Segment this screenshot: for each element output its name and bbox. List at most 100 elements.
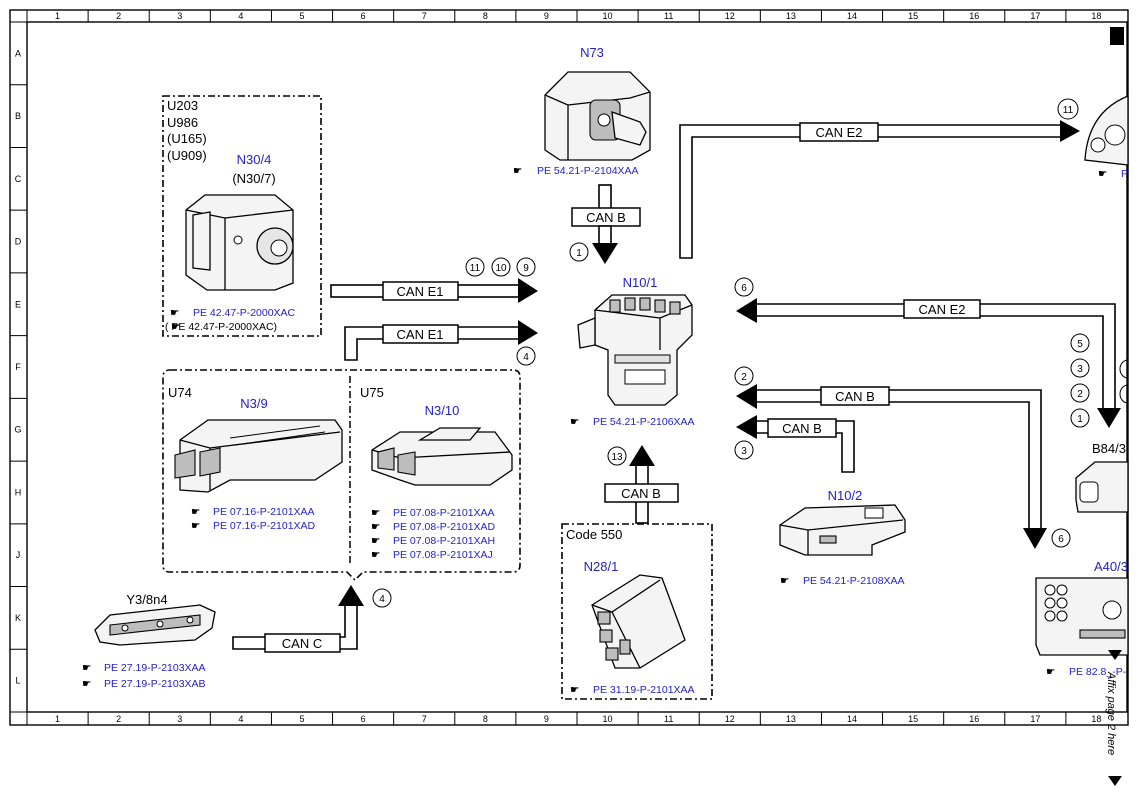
a40-3-label: A40/3 bbox=[1094, 559, 1128, 574]
y3-8n4-ref-1-icon: ☛ bbox=[82, 662, 91, 674]
can-e1-b-label: CAN E1 bbox=[397, 327, 444, 342]
ruler-column-label: 5 bbox=[299, 714, 304, 724]
n3-9-ref-1-icon: ☛ bbox=[191, 506, 200, 518]
a40-3-ref-icon: ☛ bbox=[1046, 666, 1055, 678]
n30-4-alt-ref-icon: ☛ bbox=[171, 321, 180, 333]
n3-9-variant: U74 bbox=[168, 385, 192, 400]
n30-4-variant-2: U986 bbox=[167, 115, 198, 130]
cluster-ref: P bbox=[1121, 168, 1128, 180]
ruler-column-label: 3 bbox=[177, 714, 182, 724]
marker-canb-r2: 3 bbox=[741, 446, 747, 457]
corner-tab bbox=[1110, 27, 1124, 45]
marker-b84-3: 2 bbox=[1077, 389, 1083, 400]
ruler-column-label: 9 bbox=[544, 11, 549, 21]
n3-9-label: N3/9 bbox=[240, 396, 267, 411]
side-arrow-bottom-icon bbox=[1108, 776, 1122, 786]
ruler-column-label: 2 bbox=[116, 11, 121, 21]
ruler-column-label: 4 bbox=[238, 714, 243, 724]
n28-1-component: Code 550 N28/1 ☛ PE 31.19-P-2101XAA bbox=[566, 527, 695, 696]
can-e2-top-bus: CAN E2 11 bbox=[679, 98, 1080, 259]
ruler-column-label: 17 bbox=[1030, 714, 1040, 724]
can-c-bus: CAN C 4 bbox=[232, 585, 392, 653]
ruler-column-label: 14 bbox=[847, 714, 857, 724]
can-e2-top-label: CAN E2 bbox=[816, 125, 863, 140]
n30-4-variant-3: (U165) bbox=[167, 131, 207, 146]
n10-1-component: N10/1 ☛ PE 54.21-P-2106XAA bbox=[570, 275, 695, 428]
b84-3-component: B84/3 bbox=[1075, 441, 1129, 513]
instrument-cluster: ☛ P bbox=[1084, 95, 1129, 180]
ruler-column-label: 1 bbox=[55, 11, 60, 21]
marker-b84-4: 1 bbox=[1077, 414, 1083, 425]
marker-a40: 6 bbox=[1058, 534, 1064, 545]
n10-2-ref: PE 54.21-P-2108XAA bbox=[803, 575, 905, 587]
ruler-column-label: 8 bbox=[483, 11, 488, 21]
marker-canc: 4 bbox=[379, 594, 385, 605]
can-c-label: CAN C bbox=[282, 636, 322, 651]
n28-1-box bbox=[561, 523, 713, 700]
ruler-row-label: E bbox=[15, 299, 21, 309]
ruler-row-label: D bbox=[15, 237, 22, 247]
n10-2-label: N10/2 bbox=[828, 488, 863, 503]
n3-10-ref-2: PE 07.08-P-2101XAD bbox=[393, 521, 496, 533]
n3-9-component: U74 N3/9 ☛ PE 07.16-P-2101XAA ☛ PE 07.16… bbox=[168, 385, 343, 532]
ruler-row-label: C bbox=[15, 174, 22, 184]
n30-4-component: U203 U986 (U165) (U909) N30/4 (N30/7) ☛ … bbox=[165, 98, 296, 333]
n3-10-ref-3-icon: ☛ bbox=[371, 535, 380, 547]
n3-9-ref-2: PE 07.16-P-2101XAD bbox=[213, 520, 316, 532]
can-e1-a-bus: CAN E1 11 10 9 bbox=[330, 257, 538, 303]
marker-e2-top: 11 bbox=[1063, 105, 1074, 116]
marker-e1-a-3: 9 bbox=[523, 263, 529, 274]
ruler-column-label: 10 bbox=[603, 714, 613, 724]
n10-1-label: N10/1 bbox=[623, 275, 658, 290]
n30-4-box bbox=[162, 95, 322, 337]
can-b-right1-label: CAN B bbox=[835, 389, 875, 404]
ruler-column-label: 12 bbox=[725, 714, 735, 724]
ruler-column-label: 15 bbox=[908, 714, 918, 724]
ruler-column-label: 12 bbox=[725, 11, 735, 21]
n30-4-variant-1: U203 bbox=[167, 98, 198, 113]
ruler-column-label: 8 bbox=[483, 714, 488, 724]
n73-ref: PE 54.21-P-2104XAA bbox=[537, 165, 639, 177]
ruler-row-label: J bbox=[16, 550, 21, 560]
b84-3-label: B84/3 bbox=[1092, 441, 1126, 456]
n3-10-ref-1: PE 07.08-P-2101XAA bbox=[393, 507, 495, 519]
n73-component: N73 ☛ PE 54.21-P-2104XAA bbox=[513, 45, 651, 177]
n3-10-ref-2-icon: ☛ bbox=[371, 521, 380, 533]
ruler-column-label: 3 bbox=[177, 11, 182, 21]
ruler-column-label: 17 bbox=[1030, 11, 1040, 21]
marker-e2-right: 6 bbox=[741, 283, 747, 294]
y3-8n4-component: Y3/8n4 ☛ PE 27.19-P-2103XAA ☛ PE 27.19-P… bbox=[82, 592, 216, 690]
can-b-top-label: CAN B bbox=[586, 210, 626, 225]
can-b-right2-label: CAN B bbox=[782, 421, 822, 436]
ruler-column-label: 10 bbox=[603, 11, 613, 21]
n3-10-ref-3: PE 07.08-P-2101XAH bbox=[393, 535, 495, 547]
n28-1-code: Code 550 bbox=[566, 527, 622, 542]
ruler-row-label: L bbox=[15, 676, 20, 686]
can-e2-right-label: CAN E2 bbox=[919, 302, 966, 317]
ruler-column-label: 18 bbox=[1091, 714, 1101, 724]
marker-e1-b: 4 bbox=[523, 352, 529, 363]
can-e2-right-bus: CAN E2 6 5 3 2 1 bbox=[734, 277, 1129, 428]
ruler-column-label: 11 bbox=[664, 11, 673, 21]
marker-canb-top: 1 bbox=[576, 248, 582, 259]
ruler-column-label: 16 bbox=[969, 11, 979, 21]
marker-e1-a-1: 11 bbox=[470, 263, 481, 274]
ruler-column-label: 2 bbox=[116, 714, 121, 724]
cluster-ref-icon: ☛ bbox=[1098, 168, 1107, 180]
y3-8n4-ref-2: PE 27.19-P-2103XAB bbox=[104, 678, 206, 690]
ruler-column-label: 14 bbox=[847, 11, 857, 21]
n30-4-label: N30/4 bbox=[237, 152, 272, 167]
n3-10-ref-1-icon: ☛ bbox=[371, 507, 380, 519]
n3-9-ref-1: PE 07.16-P-2101XAA bbox=[213, 506, 315, 518]
ruler-column-label: 16 bbox=[969, 714, 979, 724]
y3-8n4-ref-2-icon: ☛ bbox=[82, 678, 91, 690]
can-b-right2-bus: CAN B 3 bbox=[734, 415, 855, 473]
ruler-column-label: 13 bbox=[786, 714, 796, 724]
ruler-column-label: 6 bbox=[361, 11, 366, 21]
can-b-lower-bus: CAN B 13 bbox=[604, 445, 679, 524]
ruler-row-label: G bbox=[14, 425, 21, 435]
can-e1-b-bus: CAN E1 4 bbox=[344, 320, 538, 366]
side-arrow-top-icon bbox=[1108, 650, 1122, 660]
